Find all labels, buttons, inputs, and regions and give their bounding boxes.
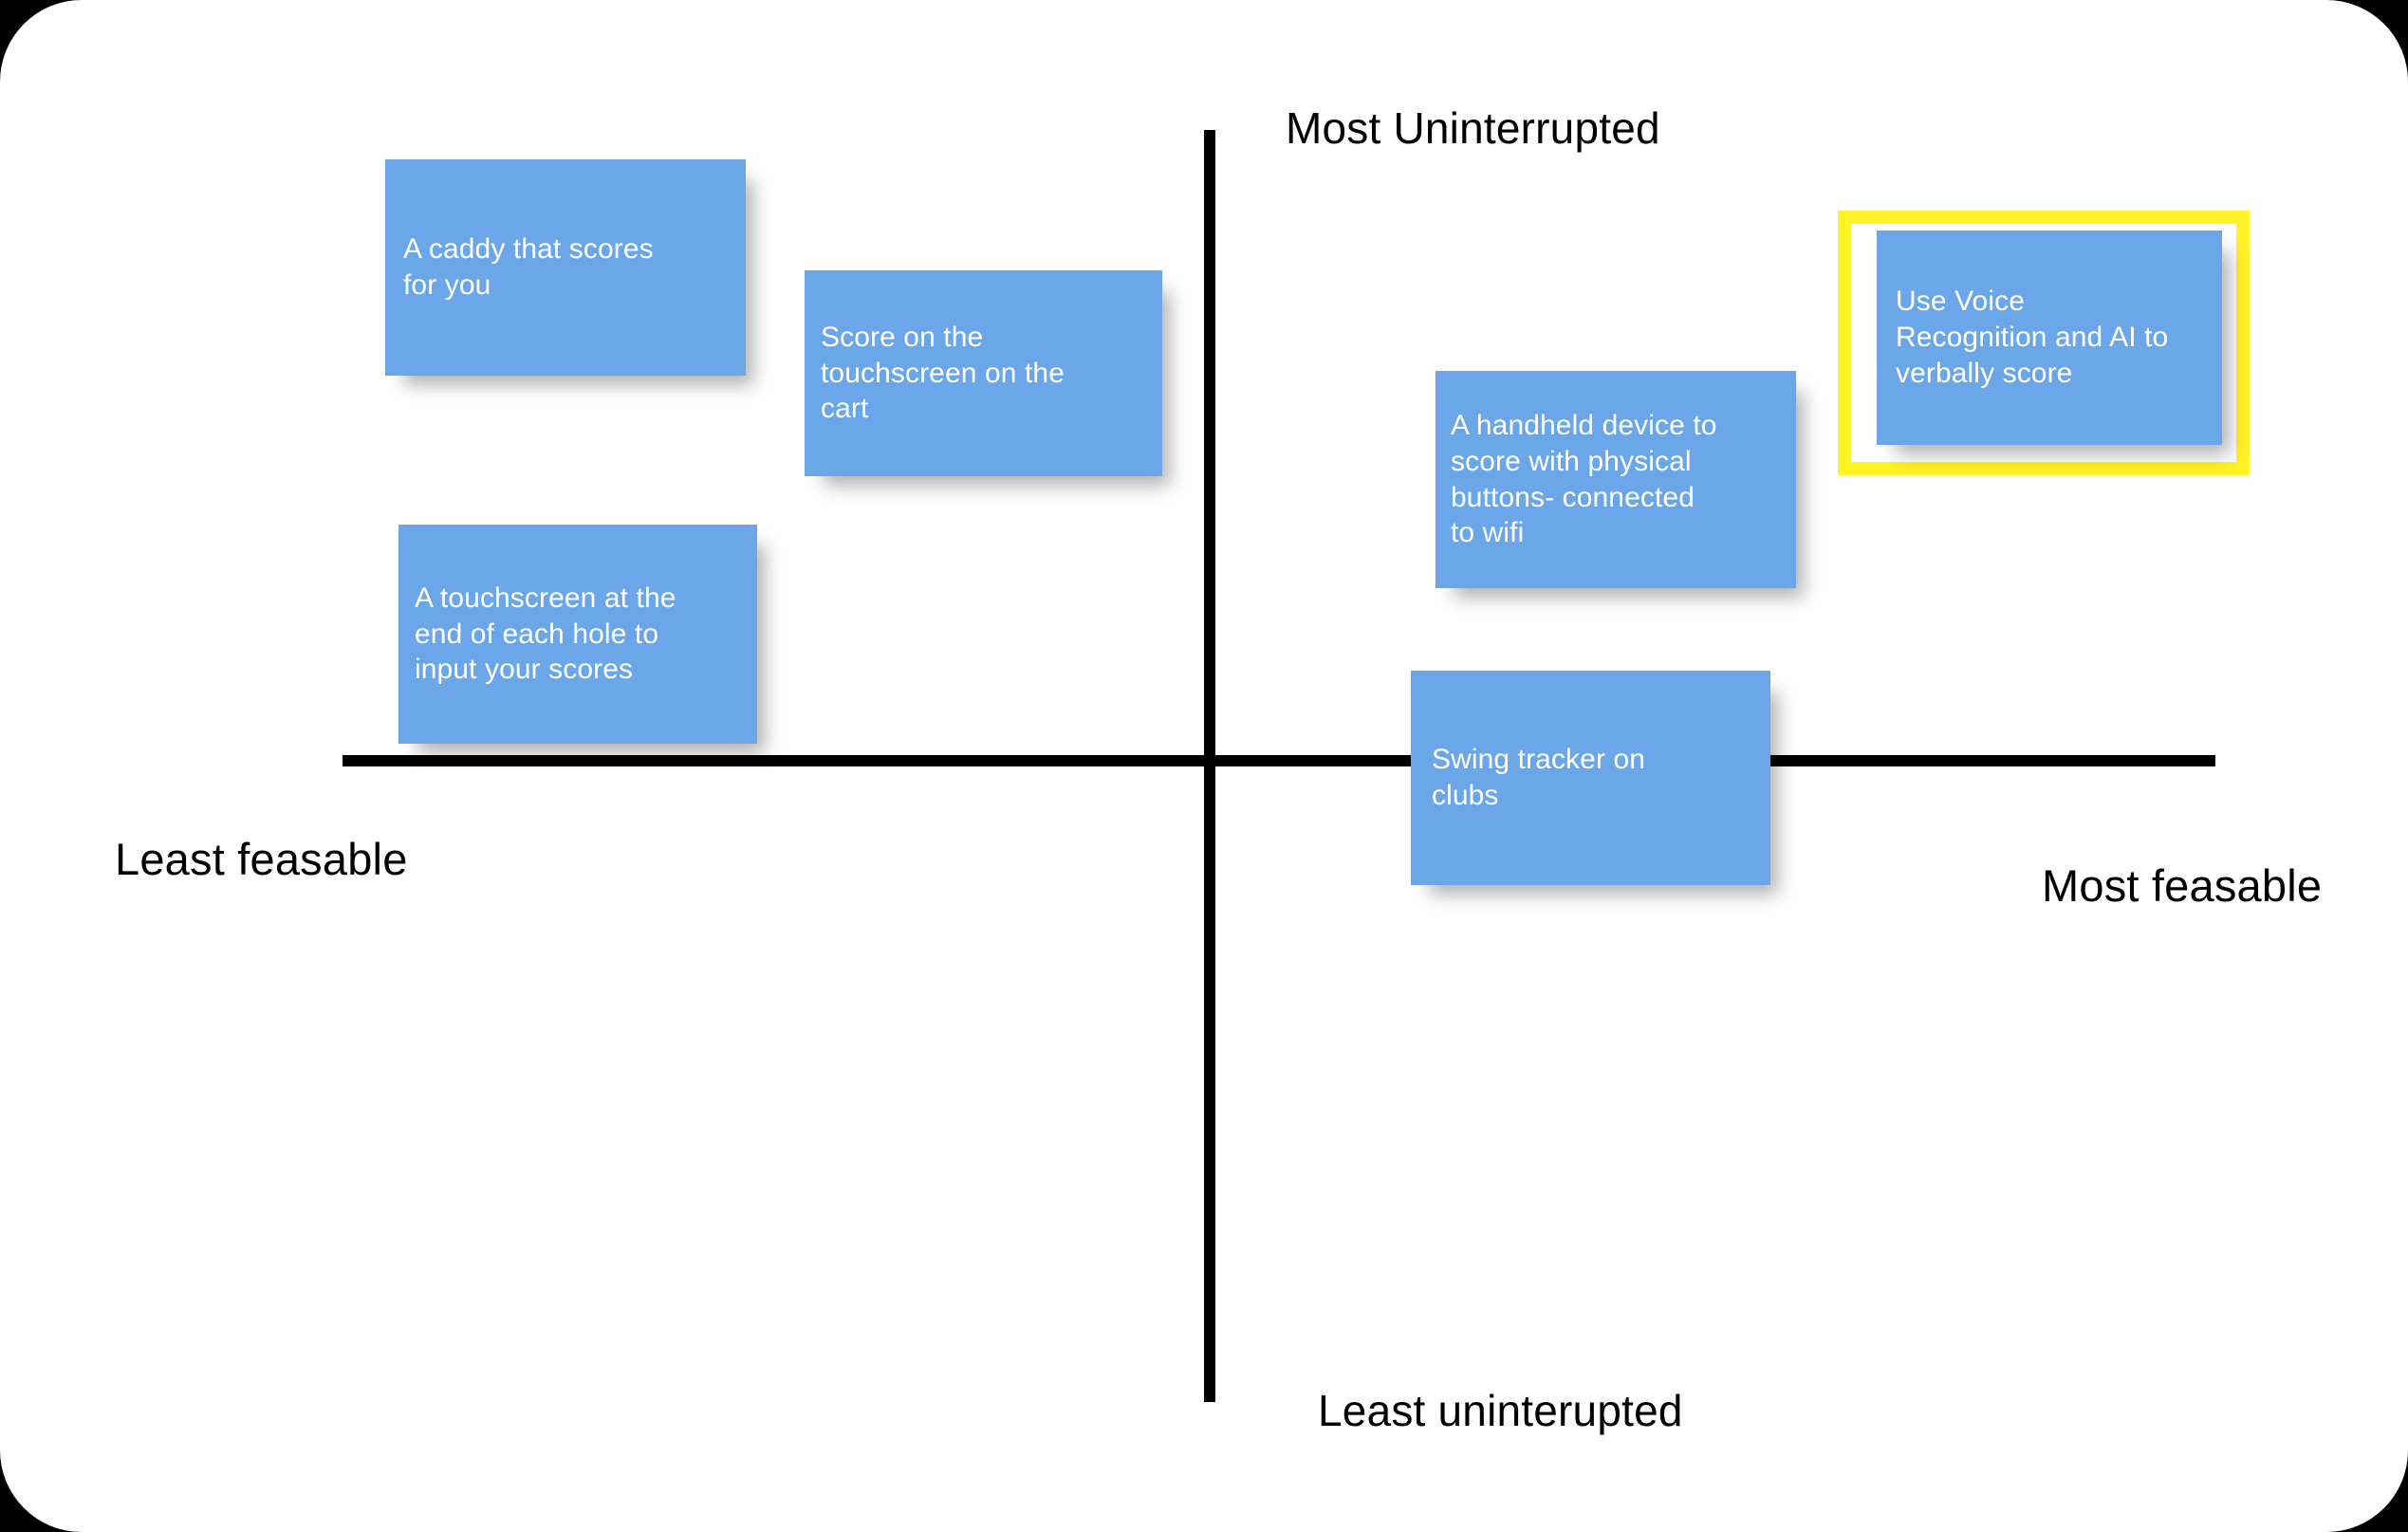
horizontal-axis-line [343, 755, 2215, 766]
axis-label-left: Least feasable [115, 834, 408, 884]
sticky-note-caddy[interactable]: A caddy that scores for you [385, 159, 746, 376]
sticky-note-text: Score on the touchscreen on the cart [821, 321, 1065, 425]
sticky-note-cart-touchscreen[interactable]: Score on the touchscreen on the cart [805, 270, 1162, 476]
sticky-note-text: A caddy that scores for you [403, 233, 654, 301]
sticky-note-text: Swing tracker on clubs [1432, 744, 1646, 811]
sticky-note-voice-recognition[interactable]: Use Voice Recognition and AI to verbally… [1877, 231, 2222, 445]
sticky-note-hole-touchscreen[interactable]: A touchscreen at the end of each hole to… [398, 525, 757, 744]
axis-label-bottom: Least uninterupted [1318, 1386, 1683, 1435]
sticky-note-text: Use Voice Recognition and AI to verbally… [1896, 286, 2169, 389]
sticky-note-text: A touchscreen at the end of each hole to… [415, 581, 676, 686]
sticky-note-text: A handheld device to score with physical… [1451, 409, 1717, 549]
axis-label-right: Most feasable [2042, 860, 2323, 911]
axis-label-top: Most Uninterrupted [1286, 103, 1660, 153]
sticky-note-handheld-device[interactable]: A handheld device to score with physical… [1436, 371, 1796, 588]
sticky-note-swing-tracker[interactable]: Swing tracker on clubs [1411, 671, 1770, 885]
